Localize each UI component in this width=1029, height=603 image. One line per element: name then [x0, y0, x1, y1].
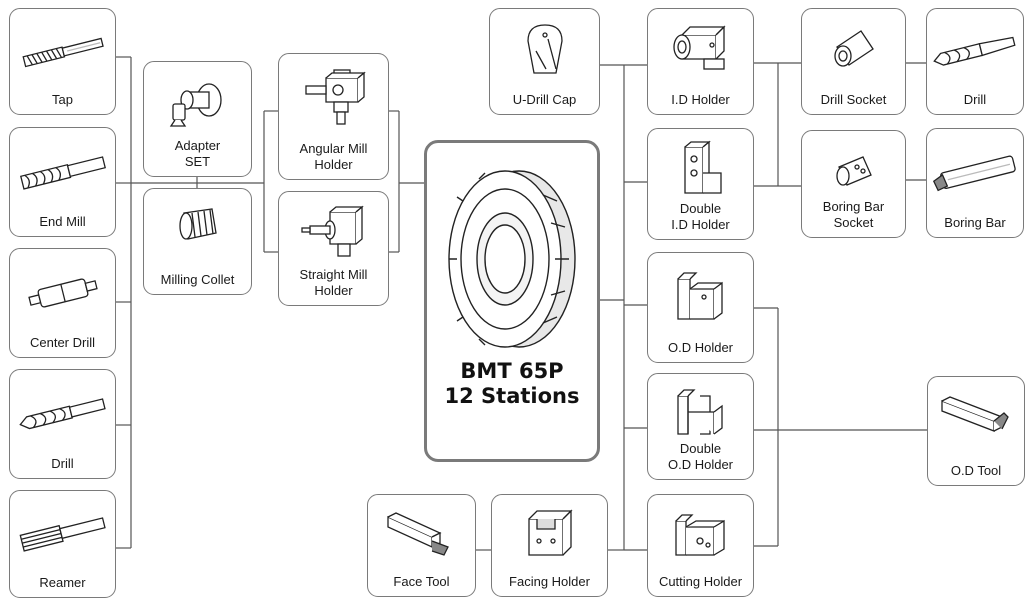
double-id-holder-icon	[683, 140, 722, 194]
angular-mill-holder-node[interactable]: Angular Mill Holder	[278, 53, 389, 180]
face-tool-label: Face Tool	[393, 574, 450, 589]
milling-collet-label: Milling Collet	[160, 272, 235, 287]
od-tool-label: O.D Tool	[950, 463, 1002, 478]
reamer-node[interactable]: Reamer	[9, 490, 116, 598]
boring-socket-icon	[835, 156, 872, 186]
straight-mill-holder-node[interactable]: Straight Mill Holder	[278, 191, 389, 306]
double-od-holder-label: Double O.D Holder	[667, 441, 734, 472]
id-holder-node[interactable]: I.D Holder	[647, 8, 754, 115]
u-drill-cap-label: U-Drill Cap	[512, 92, 577, 107]
u-drill-cap-icon	[526, 24, 563, 74]
drill-left-label: Drill	[51, 456, 74, 471]
drill-socket-label: Drill Socket	[820, 92, 887, 107]
angular-holder-icon	[304, 69, 366, 125]
cutting-holder-label: Cutting Holder	[658, 574, 743, 589]
double-od-holder-icon	[676, 389, 723, 435]
end-mill-icon	[19, 156, 106, 190]
reamer-label: Reamer	[39, 575, 86, 590]
od-holder-node[interactable]: O.D Holder	[647, 252, 754, 363]
od-holder-icon	[676, 272, 723, 320]
cutting-holder-icon	[674, 514, 725, 556]
turret-node[interactable]: BMT 65P 12 Stations	[424, 140, 600, 462]
collet-icon	[178, 208, 217, 240]
boring-bar-socket-label: Boring Bar Socket	[822, 199, 885, 230]
drill-socket-node[interactable]: Drill Socket	[801, 8, 906, 115]
drill-right-node[interactable]: Drill	[926, 8, 1024, 115]
double-od-holder-node[interactable]: Double O.D Holder	[647, 373, 754, 480]
end-mill-node[interactable]: End Mill	[9, 127, 116, 237]
facing-holder-node[interactable]: Facing Holder	[491, 494, 608, 597]
end-mill-label: End Mill	[39, 214, 86, 229]
center-drill-node[interactable]: Center Drill	[9, 248, 116, 358]
turret-title: BMT 65P 12 Stations	[444, 359, 580, 408]
turret-icon	[448, 170, 576, 348]
center-drill-icon	[27, 278, 98, 308]
adapter-set-node[interactable]: Adapter SET	[143, 61, 252, 177]
id-holder-icon	[672, 25, 726, 70]
boring-bar-label: Boring Bar	[944, 215, 1006, 230]
boring-bar-icon	[932, 155, 1016, 192]
u-drill-cap-node[interactable]: U-Drill Cap	[489, 8, 600, 115]
milling-collet-node[interactable]: Milling Collet	[143, 188, 252, 295]
adapter-icon	[169, 83, 222, 127]
drill-right-label: Drill	[963, 92, 987, 107]
drill-icon	[18, 398, 106, 430]
tap-label: Tap	[52, 92, 73, 107]
adapter-set-label: Adapter SET	[174, 138, 221, 169]
reamer-icon	[19, 517, 106, 552]
id-holder-label: I.D Holder	[671, 92, 730, 107]
face-tool-node[interactable]: Face Tool	[367, 494, 476, 597]
angular-mill-holder-label: Angular Mill Holder	[299, 141, 368, 172]
drill-socket-icon	[833, 30, 874, 67]
cutting-holder-node[interactable]: Cutting Holder	[647, 494, 754, 597]
double-id-holder-label: Double I.D Holder	[671, 201, 730, 232]
od-holder-label: O.D Holder	[667, 340, 734, 355]
od-tool-node[interactable]: O.D Tool	[927, 376, 1025, 486]
tap-icon	[21, 37, 104, 68]
boring-bar-socket-node[interactable]: Boring Bar Socket	[801, 130, 906, 238]
face-tool-icon	[386, 512, 449, 556]
od-tool-icon	[941, 396, 1009, 432]
boring-bar-node[interactable]: Boring Bar	[926, 128, 1024, 238]
straight-holder-icon	[300, 205, 364, 257]
facing-holder-icon	[527, 509, 573, 556]
drill-icon	[933, 36, 1016, 66]
straight-mill-holder-label: Straight Mill Holder	[299, 267, 368, 298]
drill-left-node[interactable]: Drill	[9, 369, 116, 479]
double-id-holder-node[interactable]: Double I.D Holder	[647, 128, 754, 240]
tap-node[interactable]: Tap	[9, 8, 116, 115]
center-drill-label: Center Drill	[29, 335, 95, 350]
facing-holder-label: Facing Holder	[509, 574, 590, 589]
